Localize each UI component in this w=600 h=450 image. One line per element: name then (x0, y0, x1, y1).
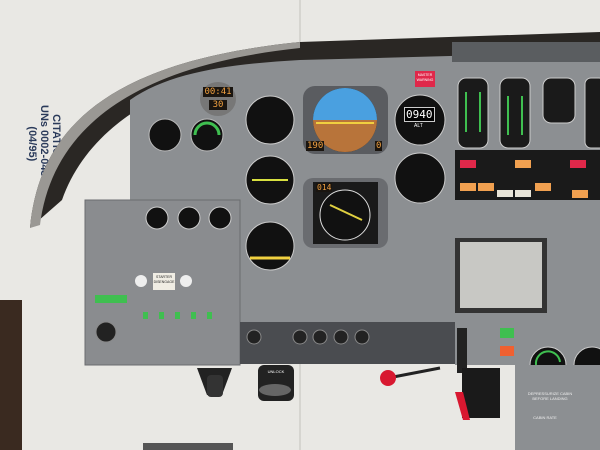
background-shadow (0, 300, 22, 450)
right-lower-panel (515, 365, 600, 450)
lower-knobs (95, 275, 370, 345)
depressurize-placard: DEPRESSURIZE CABIN BEFORE LANDING (527, 391, 573, 401)
throttle-knob[interactable] (207, 375, 223, 397)
gear-unsafe-light (500, 346, 514, 356)
radar-display-screen (460, 242, 542, 308)
clock-seconds: 30 (209, 100, 227, 110)
top-right-strip (452, 42, 600, 62)
adi-speed-readout: 190 (306, 141, 325, 151)
hsi-readout: 014 (316, 183, 333, 192)
green-switches (95, 295, 212, 319)
engine-gauges (457, 77, 600, 149)
unlock-label: UNLOCK (267, 369, 285, 374)
master-warning-light[interactable]: MASTER WARNING (415, 71, 435, 87)
clock-time: 00:41 (203, 87, 233, 97)
starter-disengage-button[interactable]: STARTER DISENGAGE (153, 273, 175, 290)
annunciator-lights (460, 160, 588, 198)
gear-handle-slot (457, 328, 467, 373)
clock: 00:41 30 (200, 82, 236, 116)
attitude-director-indicator (303, 86, 388, 154)
emergency-lever-rod (387, 366, 441, 380)
horizontal-situation-indicator (303, 178, 388, 248)
unlock-knob[interactable] (259, 384, 291, 396)
cabin-rate-label: CABIN RATE (533, 415, 557, 420)
bottom-edge (143, 443, 233, 450)
lower-control-panel (240, 322, 455, 364)
emergency-lever-ball[interactable] (380, 370, 396, 386)
gear-down-light (500, 328, 514, 338)
altimeter-label: ALT (414, 123, 423, 129)
altimeter-readout: 0940 (404, 107, 435, 122)
gear-placard (462, 368, 500, 418)
adi-altitude-readout: 0 (375, 141, 383, 151)
gear-handle[interactable] (455, 392, 470, 420)
